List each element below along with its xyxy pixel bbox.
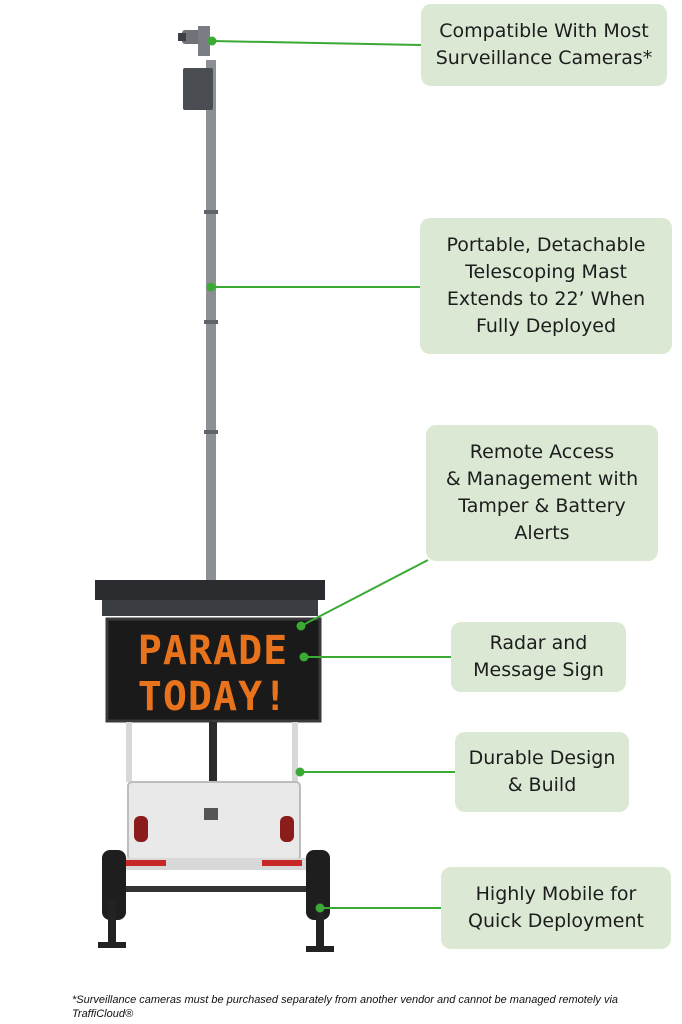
surveillance-footnote: *Surveillance cameras must be purchased … xyxy=(72,994,619,1020)
camera-lens xyxy=(178,33,186,41)
callout-mobility: Highly Mobile for Quick Deployment xyxy=(441,867,671,949)
sign-support-left xyxy=(126,722,132,782)
axle xyxy=(126,886,306,892)
camera-bracket xyxy=(198,26,210,56)
stabilizer-leg-right xyxy=(316,900,324,950)
message-sign-panel xyxy=(105,617,322,723)
callout-remote-access: Remote Access & Management with Tamper &… xyxy=(426,425,658,561)
leader-dot-mast xyxy=(206,282,216,292)
trailer-cabinet xyxy=(127,781,301,861)
mast-base xyxy=(209,722,217,792)
callout-camera-compatibility: Compatible With Most Surveillance Camera… xyxy=(421,4,667,86)
stabilizer-foot-right xyxy=(306,946,334,952)
reflector-right xyxy=(262,860,302,866)
tail-light-left xyxy=(134,816,148,842)
stabilizer-foot-left xyxy=(98,942,126,948)
sign-line-2: TODAY! xyxy=(138,674,289,720)
solar-panel xyxy=(95,580,325,600)
sign-support-right xyxy=(292,722,298,782)
reflector-left xyxy=(126,860,166,866)
tail-light-right xyxy=(280,816,294,842)
leader-line-remote xyxy=(300,559,429,627)
leader-dot-mobile xyxy=(315,903,325,913)
sign-line-1: PARADE xyxy=(138,628,289,674)
leader-dot-remote xyxy=(296,621,306,631)
cabinet-latch xyxy=(204,808,218,820)
callout-telescoping-mast: Portable, Detachable Telescoping Mast Ex… xyxy=(420,218,672,354)
mast-segment xyxy=(204,430,218,434)
leader-dot-durable xyxy=(295,767,305,777)
leader-dot-sign xyxy=(299,652,309,662)
leader-dot-camera xyxy=(207,36,217,46)
stabilizer-leg-left xyxy=(108,900,116,946)
mast-segment xyxy=(204,210,218,214)
leader-line-camera xyxy=(211,40,422,46)
solar-panel-frame xyxy=(102,600,318,616)
callout-radar-sign: Radar and Message Sign xyxy=(451,622,626,692)
mast-segment xyxy=(204,320,218,324)
modem-box xyxy=(183,68,213,110)
callout-durable-design: Durable Design & Build xyxy=(455,732,629,812)
